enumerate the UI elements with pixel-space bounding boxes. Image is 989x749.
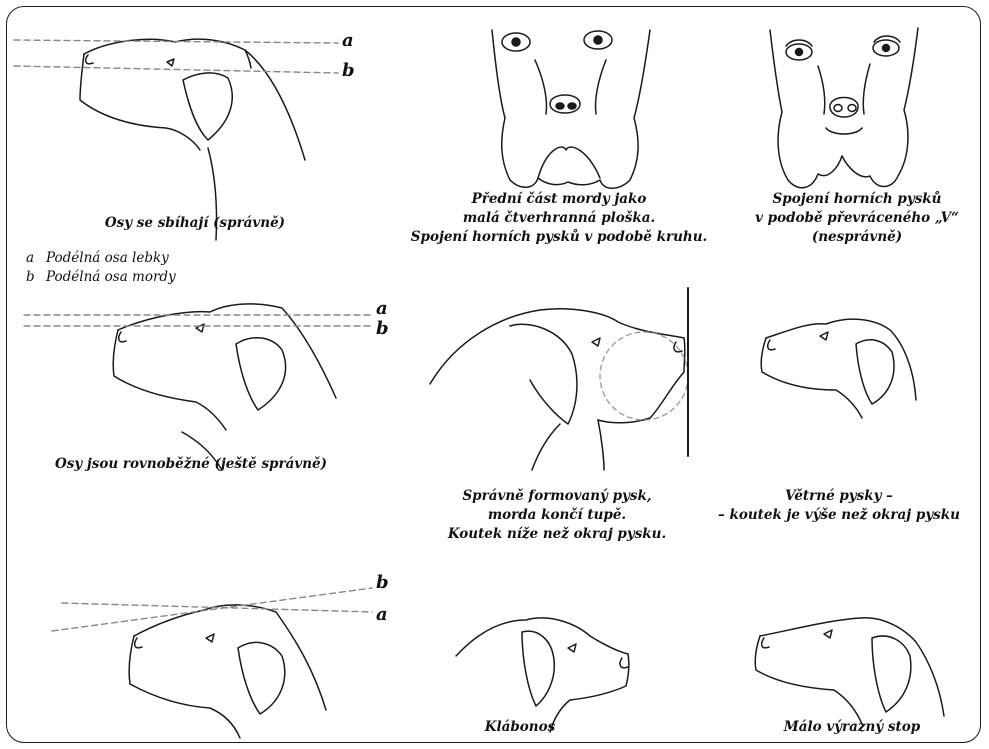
caption-lip-correct-line2: morda končí tupě. [412,506,702,525]
axis-label-b-row2: b [376,318,389,339]
caption-lip-correct-line3: Koutek níže než okraj pysku. [412,525,702,544]
legend-key-b: b [26,269,46,286]
dog-profile-correct-lip [430,288,688,470]
dog-front-view-correct [492,30,650,188]
caption-front-incorrect-line3: (nesprávně) [742,228,972,247]
caption-front-incorrect: Spojení horních pysků v podobě převrácen… [742,190,972,247]
dog-profile-klabonos [456,618,629,732]
legend-key-a: a [26,250,46,267]
caption-lip-correct-line1: Správně formovaný pysk, [412,487,702,506]
caption-front-incorrect-line1: Spojení horních pysků [742,190,972,209]
caption-front-correct: Přední část mordy jako malá čtverhranná … [378,190,740,247]
caption-front-correct-line3: Spojení horních pysků v podobě kruhu. [378,228,740,247]
dog-head-diverging-axes [129,605,326,738]
caption-parallel-axes: Osy jsou rovnoběžné (ještě správně) [26,455,356,474]
caption-low-stop: Málo výrazný stop [752,718,952,737]
dog-head-converging-axes [80,39,305,240]
caption-lip-incorrect: Větrné pysky – – koutek je výše než okra… [700,487,978,525]
dog-front-view-incorrect [770,28,918,188]
axis-lines-parallel [24,315,370,326]
axis-label-a-row2: a [376,298,388,319]
dog-profile-low-stop [755,618,944,724]
legend-text-b: Podélná osa mordy [46,269,176,285]
caption-lip-correct: Správně formovaný pysk, morda končí tupě… [412,487,702,544]
caption-front-correct-line1: Přední část mordy jako [378,190,740,209]
axis-label-a-row3: a [376,604,388,625]
legend-text-a: Podélná osa lebky [46,250,169,266]
caption-converging-axes: Osy se sbíhají (správně) [30,214,360,233]
caption-lip-incorrect-line1: Větrné pysky – [700,487,978,506]
dog-profile-windy-lips [761,319,916,418]
axis-lines-diverging [52,588,372,631]
caption-lip-incorrect-line2: – koutek je výše než okraj pysku [700,506,978,525]
caption-front-incorrect-line2: v podobě převráceného „V“ [742,209,972,228]
caption-front-correct-line2: malá čtverhranná ploška. [378,209,740,228]
axis-label-a-row1: a [342,30,354,51]
axis-lines-converging [14,40,338,73]
axis-label-b-row3: b [376,572,389,593]
axis-label-b-row1: b [342,60,355,81]
dog-head-parallel-axes [113,304,336,470]
caption-klabonos: Klábonos [440,718,600,737]
